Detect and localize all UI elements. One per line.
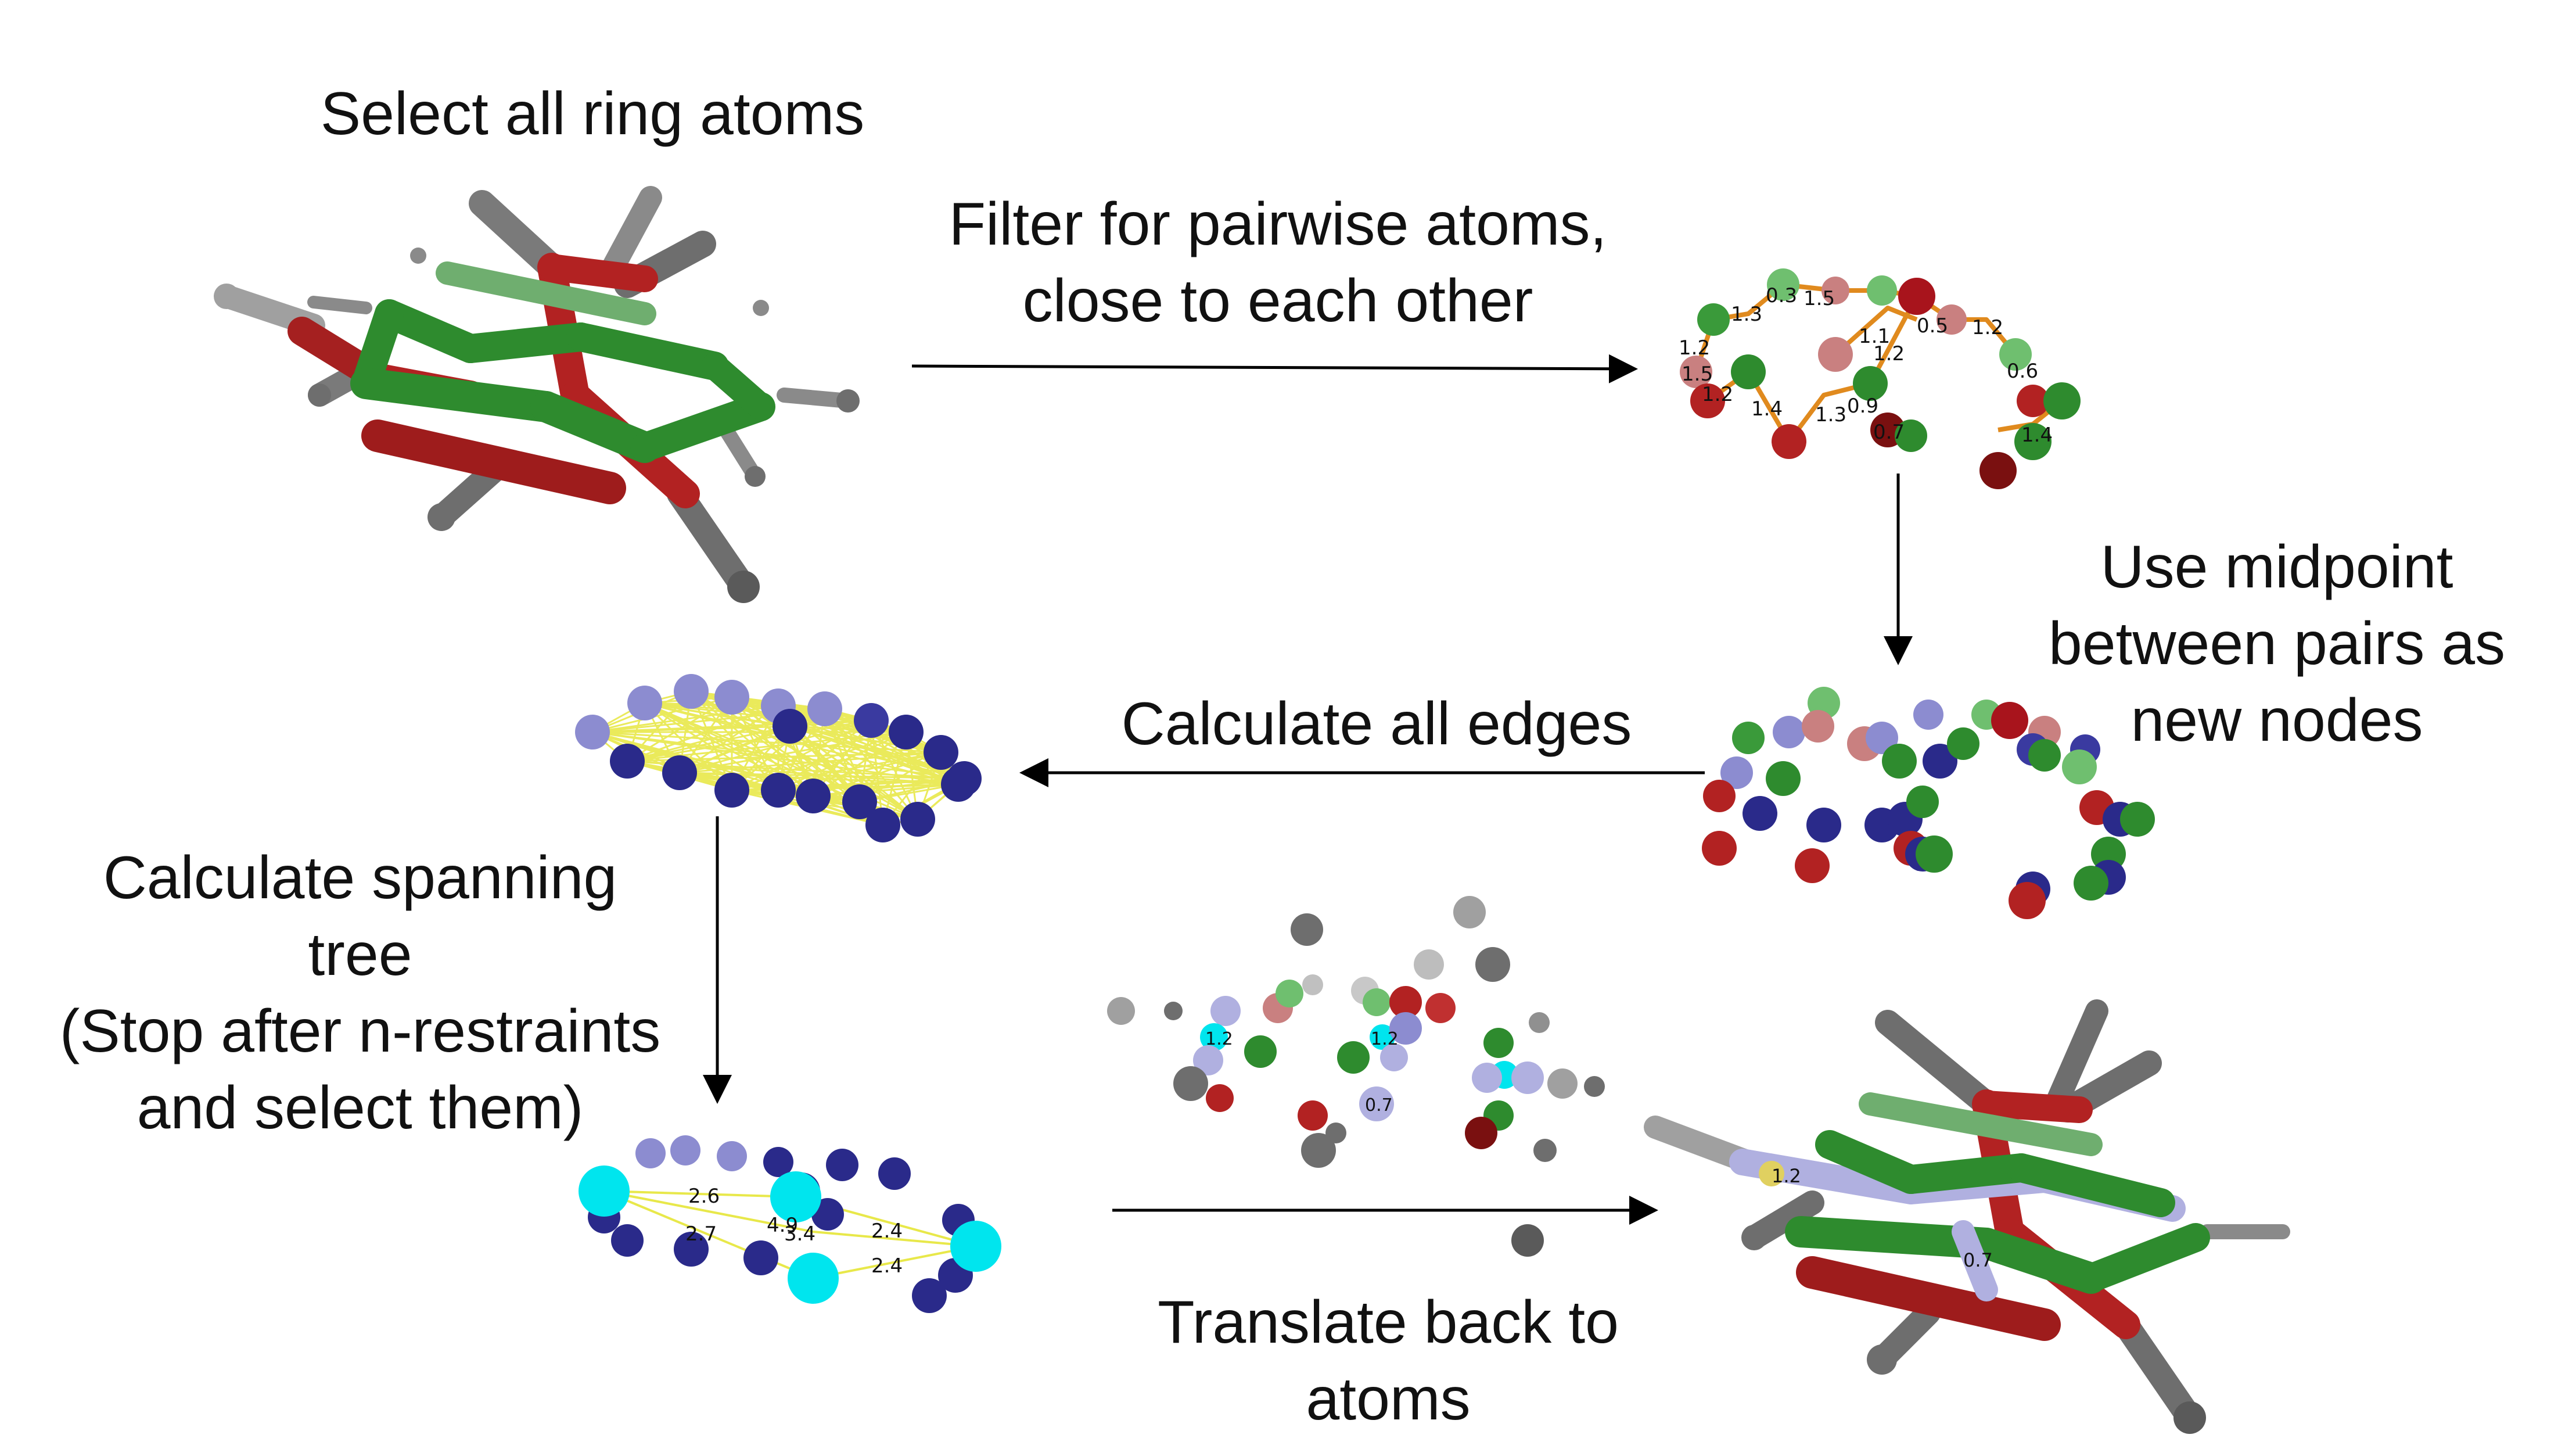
graph-node bbox=[807, 691, 842, 726]
pair-distance-label: 0.5 bbox=[1917, 314, 1948, 338]
graph-edge bbox=[627, 696, 732, 762]
graph-edge bbox=[627, 719, 872, 762]
graph-node bbox=[662, 755, 697, 790]
final-distance-label: 1.2 bbox=[1772, 1165, 1801, 1187]
pair-distance-label: 1.2 bbox=[1873, 342, 1905, 365]
graph-edge bbox=[627, 705, 779, 762]
graph-node bbox=[842, 784, 877, 819]
graph-edge bbox=[679, 751, 942, 774]
step-label-spanning-tree: Calculate spanning tree (Stop after n-re… bbox=[59, 844, 661, 1142]
graph-node bbox=[924, 735, 958, 770]
translated-distance-label: 0.7 bbox=[1365, 1095, 1393, 1116]
arrow-select-to-filter bbox=[911, 354, 1638, 383]
pair-distance-label: 1.2 bbox=[1972, 316, 2003, 339]
pair-distance-label: 0.3 bbox=[1766, 284, 1797, 307]
ring-molecule-panel bbox=[214, 186, 860, 603]
spanning-distance-label: 3.4 bbox=[784, 1222, 815, 1246]
step-label-select-ring: Select all ring atoms bbox=[320, 80, 865, 148]
graph-edge bbox=[778, 731, 907, 791]
pair-distance-label: 1.5 bbox=[1682, 363, 1713, 386]
pair-distance-label: 1.1 bbox=[1859, 325, 1890, 348]
graph-node bbox=[575, 715, 610, 749]
spanning-tree-panel: 2.6 4.9 2.4 2.7 3.4 2.4 bbox=[579, 1135, 1001, 1313]
graph-node bbox=[900, 802, 935, 837]
graph-edge bbox=[789, 725, 942, 754]
graph-node bbox=[796, 779, 831, 813]
spanning-distance-label: 2.4 bbox=[871, 1254, 903, 1278]
pair-distance-label: 1.2 bbox=[1702, 383, 1733, 406]
translated-distance-label: 1.2 bbox=[1371, 1029, 1399, 1049]
final-molecule-panel: 1.2 0.7 bbox=[1644, 999, 2290, 1434]
graph-edge bbox=[789, 725, 907, 733]
spanning-distance-label: 2.6 bbox=[688, 1185, 720, 1208]
pairwise-atoms-panel: 1.3 0.3 1.5 1.2 1.5 1.2 1.4 1.3 0.9 0.7 … bbox=[1679, 268, 2081, 489]
step-label-calc-edges: Calculate all edges bbox=[1121, 690, 1632, 758]
graph-node bbox=[854, 703, 889, 738]
graph-node bbox=[761, 773, 796, 808]
pair-distance-label: 1.4 bbox=[1751, 397, 1783, 421]
step-label-translate-back: Translate back to atoms bbox=[1158, 1289, 1619, 1433]
pair-distance-label: 1.2 bbox=[1679, 336, 1710, 360]
graph-edge bbox=[679, 725, 791, 774]
pair-distance-label: 0.6 bbox=[2007, 360, 2038, 383]
step-label-filter-pairs: Filter for pairwise atoms, close to each… bbox=[949, 191, 1607, 335]
graph-node bbox=[714, 680, 749, 715]
graph-edge bbox=[871, 719, 965, 780]
graph-node bbox=[889, 715, 924, 749]
graph-edge bbox=[789, 725, 959, 786]
graph-edge bbox=[627, 731, 907, 762]
graph-edge bbox=[627, 725, 791, 762]
graph-edge bbox=[813, 783, 959, 797]
graph-node bbox=[773, 709, 807, 744]
graph-edge bbox=[789, 725, 965, 780]
graph-edge bbox=[789, 725, 918, 820]
spanning-distance-label: 4.9 bbox=[767, 1214, 798, 1237]
pair-distance-label: 0.7 bbox=[1873, 421, 1905, 444]
step-label-use-midpoint: Use midpoint between pairs as new nodes bbox=[2048, 533, 2506, 754]
spanning-distance-label: 2.4 bbox=[871, 1220, 903, 1243]
graph-node bbox=[674, 674, 709, 709]
pair-distance-label: 0.9 bbox=[1847, 395, 1878, 418]
graph-node bbox=[941, 767, 976, 802]
all-edges-graph-panel bbox=[575, 674, 982, 842]
graph-node bbox=[627, 686, 662, 720]
graph-edge bbox=[644, 702, 733, 791]
final-distance-label: 0.7 bbox=[1963, 1249, 1993, 1271]
graph-node bbox=[865, 808, 900, 842]
graph-edge bbox=[731, 719, 872, 791]
pair-distance-label: 1.3 bbox=[1731, 303, 1762, 326]
graph-edge bbox=[731, 708, 825, 791]
graph-node bbox=[610, 744, 645, 779]
translated-distance-label: 1.2 bbox=[1205, 1029, 1233, 1049]
midpoint-nodes-panel bbox=[1702, 687, 2155, 919]
spanning-distance-label: 2.7 bbox=[685, 1222, 717, 1246]
translated-atoms-panel: 1.2 1.2 0.7 bbox=[1107, 896, 1605, 1257]
pair-distance-label: 1.3 bbox=[1815, 403, 1846, 426]
graph-node bbox=[714, 773, 749, 808]
pair-distance-label: 1.5 bbox=[1803, 287, 1835, 310]
pair-distance-label: 1.4 bbox=[2021, 424, 2053, 447]
